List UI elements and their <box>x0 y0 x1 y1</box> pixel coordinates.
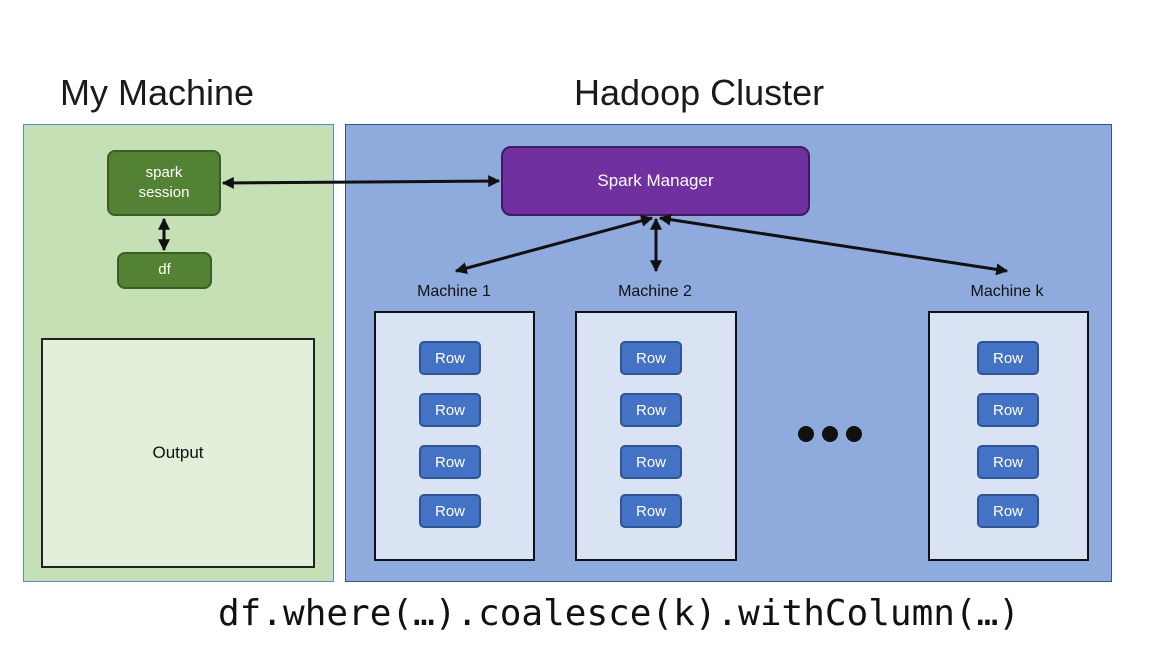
machine-1-label: Machine 1 <box>417 283 491 300</box>
manager-machine-k-arrow <box>658 213 1009 276</box>
spark-manager-label: Spark Manager <box>597 171 714 190</box>
machine-k-row-3: Row <box>977 445 1039 479</box>
machine-1-row-3: Row <box>419 445 481 479</box>
machine-k-row-2: Row <box>977 393 1039 427</box>
ellipsis-dot-2 <box>822 426 838 442</box>
spark-session-label-line2: session <box>138 184 190 201</box>
machine-1-row-1: Row <box>419 341 481 375</box>
machine-2-row-1: Row <box>620 341 682 375</box>
machine-2-row-4: Row <box>620 494 682 528</box>
ellipsis-dot-1 <box>798 426 814 442</box>
df-label: df <box>158 261 171 279</box>
spark-session-label-line1: spark <box>145 163 183 181</box>
spark-manager-node: Spark Manager <box>501 146 810 216</box>
my-machine-title: My Machine <box>60 72 255 113</box>
spark-session-node: spark session <box>107 150 221 216</box>
output-label: Output <box>152 443 204 462</box>
machine-2-row-3: Row <box>620 445 682 479</box>
manager-machine-1-arrow <box>454 215 654 274</box>
machine-1-row-4: Row <box>419 494 481 528</box>
hadoop-cluster-title: Hadoop Cluster <box>574 72 825 113</box>
session-manager-arrow <box>221 175 501 189</box>
output-box: Output <box>41 338 315 568</box>
machine-2-row-2: Row <box>620 393 682 427</box>
machine-k-row-1: Row <box>977 341 1039 375</box>
machine-2-label: Machine 2 <box>618 283 692 300</box>
machine-1-row-2: Row <box>419 393 481 427</box>
machine-k-label: Machine k <box>970 283 1044 300</box>
machine-k-row-4: Row <box>977 494 1039 528</box>
ellipsis-dot-3 <box>846 426 862 442</box>
code-expression: df.where(…).coalesce(k).withColumn(…) <box>218 593 1020 634</box>
df-node: df <box>117 252 212 289</box>
